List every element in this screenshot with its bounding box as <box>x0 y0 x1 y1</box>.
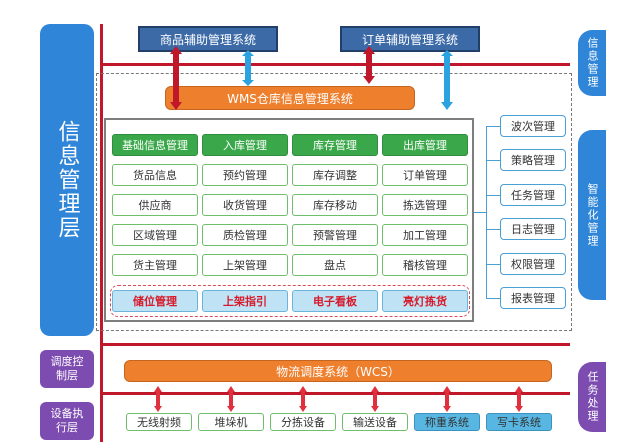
tab-info-management: 信息管理 <box>578 30 606 96</box>
equipment-rf: 无线射频 <box>126 413 192 431</box>
module-cell: 拣选管理 <box>382 194 468 216</box>
bracket-tick <box>486 229 500 230</box>
highlight-cell: 储位管理 <box>112 290 198 312</box>
module-cell: 订单管理 <box>382 164 468 186</box>
layer-info-management: 信息管理层 <box>40 24 94 336</box>
arrow-wcs-card <box>515 386 523 412</box>
module-cell: 上架管理 <box>202 254 288 276</box>
right-item-wave: 波次管理 <box>500 115 566 137</box>
red-line-top <box>100 63 570 66</box>
bracket-tick <box>486 298 500 299</box>
highlight-cell: 亮灯拣货 <box>382 290 468 312</box>
module-cell: 加工管理 <box>382 224 468 246</box>
bracket-vertical <box>486 126 487 299</box>
bracket-tick <box>486 264 500 265</box>
equipment-stacker: 堆垛机 <box>198 413 264 431</box>
right-item-log: 日志管理 <box>500 218 566 240</box>
arrow-goods-blue <box>242 50 254 86</box>
right-item-report: 报表管理 <box>500 287 566 309</box>
tab-task-processing: 任务处理 <box>578 362 606 432</box>
equipment-sorting: 分拣设备 <box>270 413 336 431</box>
highlight-cell: 电子看板 <box>292 290 378 312</box>
module-cell: 预警管理 <box>292 224 378 246</box>
wms-system-bar: WMS仓库信息管理系统 <box>165 86 415 110</box>
bracket-tick <box>486 195 500 196</box>
layer-equipment-execution: 设备执行层 <box>40 402 94 440</box>
arrow-wcs-sorting <box>299 386 307 412</box>
arrow-orders-blue <box>441 50 453 110</box>
module-cell: 稽核管理 <box>382 254 468 276</box>
module-cell: 区域管理 <box>112 224 198 246</box>
right-item-strategy: 策略管理 <box>500 149 566 171</box>
module-cell: 盘点 <box>292 254 378 276</box>
red-line-lower <box>100 392 570 395</box>
module-cell: 供应商 <box>112 194 198 216</box>
module-cell: 收货管理 <box>202 194 288 216</box>
red-vertical-line <box>100 24 103 442</box>
module-cell: 质检管理 <box>202 224 288 246</box>
header-basic-info: 基础信息管理 <box>112 134 198 156</box>
module-cell: 库存移动 <box>292 194 378 216</box>
bracket-link <box>474 212 486 213</box>
module-cell: 库存调整 <box>292 164 378 186</box>
module-cell: 货品信息 <box>112 164 198 186</box>
header-outbound: 出库管理 <box>382 134 468 156</box>
module-cell: 预约管理 <box>202 164 288 186</box>
arrow-wcs-weighing <box>443 386 451 412</box>
header-inventory: 库存管理 <box>292 134 378 156</box>
arrow-wcs-rf <box>154 386 162 412</box>
module-cell: 货主管理 <box>112 254 198 276</box>
wcs-system-bar: 物流调度系统（WCS） <box>124 360 552 382</box>
right-item-task: 任务管理 <box>500 184 566 206</box>
bracket-tick <box>486 126 500 127</box>
bracket-tick <box>486 160 500 161</box>
goods-aux-system: 商品辅助管理系统 <box>138 26 278 52</box>
equipment-weighing: 称重系统 <box>414 413 480 431</box>
equipment-card-writing: 写卡系统 <box>486 413 552 431</box>
equipment-conveyor: 输送设备 <box>342 413 408 431</box>
order-aux-system: 订单辅助管理系统 <box>340 26 480 52</box>
layer-dispatch-control: 调度控制层 <box>40 350 94 388</box>
arrow-wcs-conveyor <box>371 386 379 412</box>
highlight-cell: 上架指引 <box>202 290 288 312</box>
arrow-wcs-stacker <box>227 386 235 412</box>
tab-smart-management: 智能化管理 <box>578 130 606 300</box>
arrow-goods-wms <box>170 46 182 110</box>
highlight-dashed-frame <box>110 285 470 317</box>
wms-dashed-region <box>96 73 572 331</box>
right-item-permission: 权限管理 <box>500 253 566 275</box>
header-inbound: 入库管理 <box>202 134 288 156</box>
red-line-middle <box>100 343 570 346</box>
arrow-orders-wms <box>363 46 375 84</box>
